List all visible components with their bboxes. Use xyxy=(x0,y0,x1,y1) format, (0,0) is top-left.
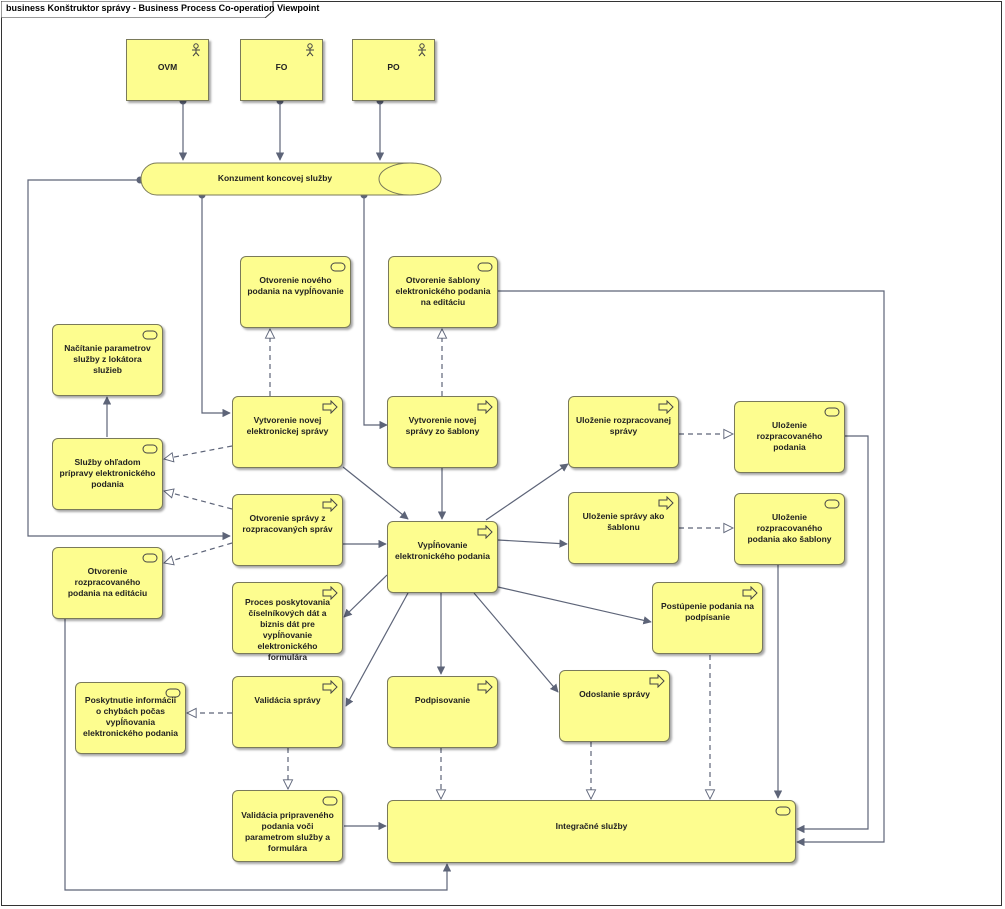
diagram-title-tab xyxy=(1,1,274,18)
service-integracne-sluzby[interactable]: Integračné služby xyxy=(387,800,796,863)
process-label: Uloženie rozpracovanej správy xyxy=(576,415,671,436)
actor-icon xyxy=(414,43,430,57)
process-label: Vytvorenie novej správy zo šablony xyxy=(405,415,480,436)
service-icon xyxy=(142,442,158,456)
process-postupenie[interactable]: Postúpenie podania na podpísanie xyxy=(652,582,763,654)
service-otvorenie-rozpracovaneho[interactable]: Otvorenie rozpracovaného podania na edit… xyxy=(52,547,163,619)
process-vytvorenie-novej-spravy[interactable]: Vytvorenie novej elektronickej správy xyxy=(232,396,343,468)
service-icon xyxy=(330,260,346,274)
actor-icon xyxy=(302,43,318,57)
service-ulozenie-ako-sablony[interactable]: Uloženie rozpracovaného podania ako šabl… xyxy=(734,493,845,565)
process-podpisovanie[interactable]: Podpisovanie xyxy=(387,676,498,748)
process-label: Uloženie správy ako šablonu xyxy=(582,511,665,532)
service-icon xyxy=(142,328,158,342)
actor-fo[interactable]: FO xyxy=(240,39,323,101)
service-label: Uloženie rozpracovaného podania xyxy=(756,420,823,452)
process-ulozenie-rozpracovanej[interactable]: Uloženie rozpracovanej správy xyxy=(568,396,679,468)
service-label: Otvorenie nového podania na vypĺňovanie xyxy=(247,275,344,296)
service-label: Otvorenie šablony elektronického podania… xyxy=(395,275,491,307)
service-icon xyxy=(322,794,338,808)
actor-label: PO xyxy=(387,62,400,72)
process-label: Proces poskytovania číselníkových dát a … xyxy=(244,597,331,662)
process-ulozenie-ako-sablonu[interactable]: Uloženie správy ako šablonu xyxy=(568,492,679,564)
service-label: Načítanie parametrov služby z lokátora s… xyxy=(64,343,151,375)
service-icon xyxy=(775,804,791,818)
process-label: Podpisovanie xyxy=(414,695,471,705)
service-label: Poskytnutie informácií o chybách počas v… xyxy=(83,695,178,738)
process-odoslanie[interactable]: Odoslanie správy xyxy=(559,670,670,742)
process-label: Odoslanie správy xyxy=(579,689,650,699)
process-arrow-icon xyxy=(477,400,493,414)
service-label: Služby ohľadom prípravy elektronického p… xyxy=(59,457,156,489)
process-arrow-icon xyxy=(477,680,493,694)
process-label: Postúpenie podania na podpísanie xyxy=(660,601,755,622)
process-label: Validácia správy xyxy=(254,695,321,705)
interface-label: Konzument koncovej služby xyxy=(217,173,333,183)
process-label: Vypĺňovanie elektronického podania xyxy=(395,540,490,561)
diagram-title: business Konštruktor správy - Business P… xyxy=(6,3,320,13)
service-icon xyxy=(142,551,158,565)
service-icon xyxy=(824,405,840,419)
process-arrow-icon xyxy=(658,400,674,414)
process-arrow-icon xyxy=(658,496,674,510)
service-label: Integračné služby xyxy=(555,821,628,831)
service-sluzby-pripravy[interactable]: Služby ohľadom prípravy elektronického p… xyxy=(52,438,163,510)
actor-icon xyxy=(188,43,204,57)
actor-label: OVM xyxy=(157,62,178,72)
process-arrow-icon xyxy=(742,586,758,600)
service-icon xyxy=(165,686,181,700)
service-nacitanie-parametrov[interactable]: Načítanie parametrov služby z lokátora s… xyxy=(52,324,163,396)
service-ulozenie-rozpracovaneho[interactable]: Uloženie rozpracovaného podania xyxy=(734,401,845,473)
actor-label: FO xyxy=(275,62,288,72)
service-poskytnutie-informacii[interactable]: Poskytnutie informácií o chybách počas v… xyxy=(75,682,186,754)
process-arrow-icon xyxy=(477,525,493,539)
service-icon xyxy=(824,497,840,511)
service-label: Otvorenie rozpracovaného podania na edit… xyxy=(67,566,148,598)
process-arrow-icon xyxy=(322,498,338,512)
actor-ovm[interactable]: OVM xyxy=(126,39,209,101)
actor-po[interactable]: PO xyxy=(352,39,435,101)
service-validacia-pripraveneho[interactable]: Validácia pripraveného podania voči para… xyxy=(232,790,343,862)
service-label: Validácia pripraveného podania voči para… xyxy=(241,810,334,853)
interface-konzument[interactable]: Konzument koncovej služby xyxy=(140,162,443,196)
process-poskytovanie-ciselnikov[interactable]: Proces poskytovania číselníkových dát a … xyxy=(232,582,343,662)
process-validacia-spravy[interactable]: Validácia správy xyxy=(232,676,343,748)
process-vytvorenie-zo-sablony[interactable]: Vytvorenie novej správy zo šablony xyxy=(387,396,498,468)
process-otvorenie-spravy[interactable]: Otvorenie správy z rozpracovaných správ xyxy=(232,494,343,566)
service-label: Uloženie rozpracovaného podania ako šabl… xyxy=(747,512,832,544)
process-arrow-icon xyxy=(322,400,338,414)
process-arrow-icon xyxy=(322,680,338,694)
process-vyplnovanie[interactable]: Vypĺňovanie elektronického podania xyxy=(387,521,498,593)
service-otvorenie-sablony[interactable]: Otvorenie šablony elektronického podania… xyxy=(388,256,498,328)
process-label: Vytvorenie novej elektronickej správy xyxy=(246,415,329,436)
process-arrow-icon xyxy=(649,674,665,688)
process-arrow-icon xyxy=(322,586,338,600)
service-icon xyxy=(477,260,493,274)
service-otvorenie-noveho-podania[interactable]: Otvorenie nového podania na vypĺňovanie xyxy=(240,256,351,328)
process-label: Otvorenie správy z rozpracovaných správ xyxy=(242,513,333,534)
